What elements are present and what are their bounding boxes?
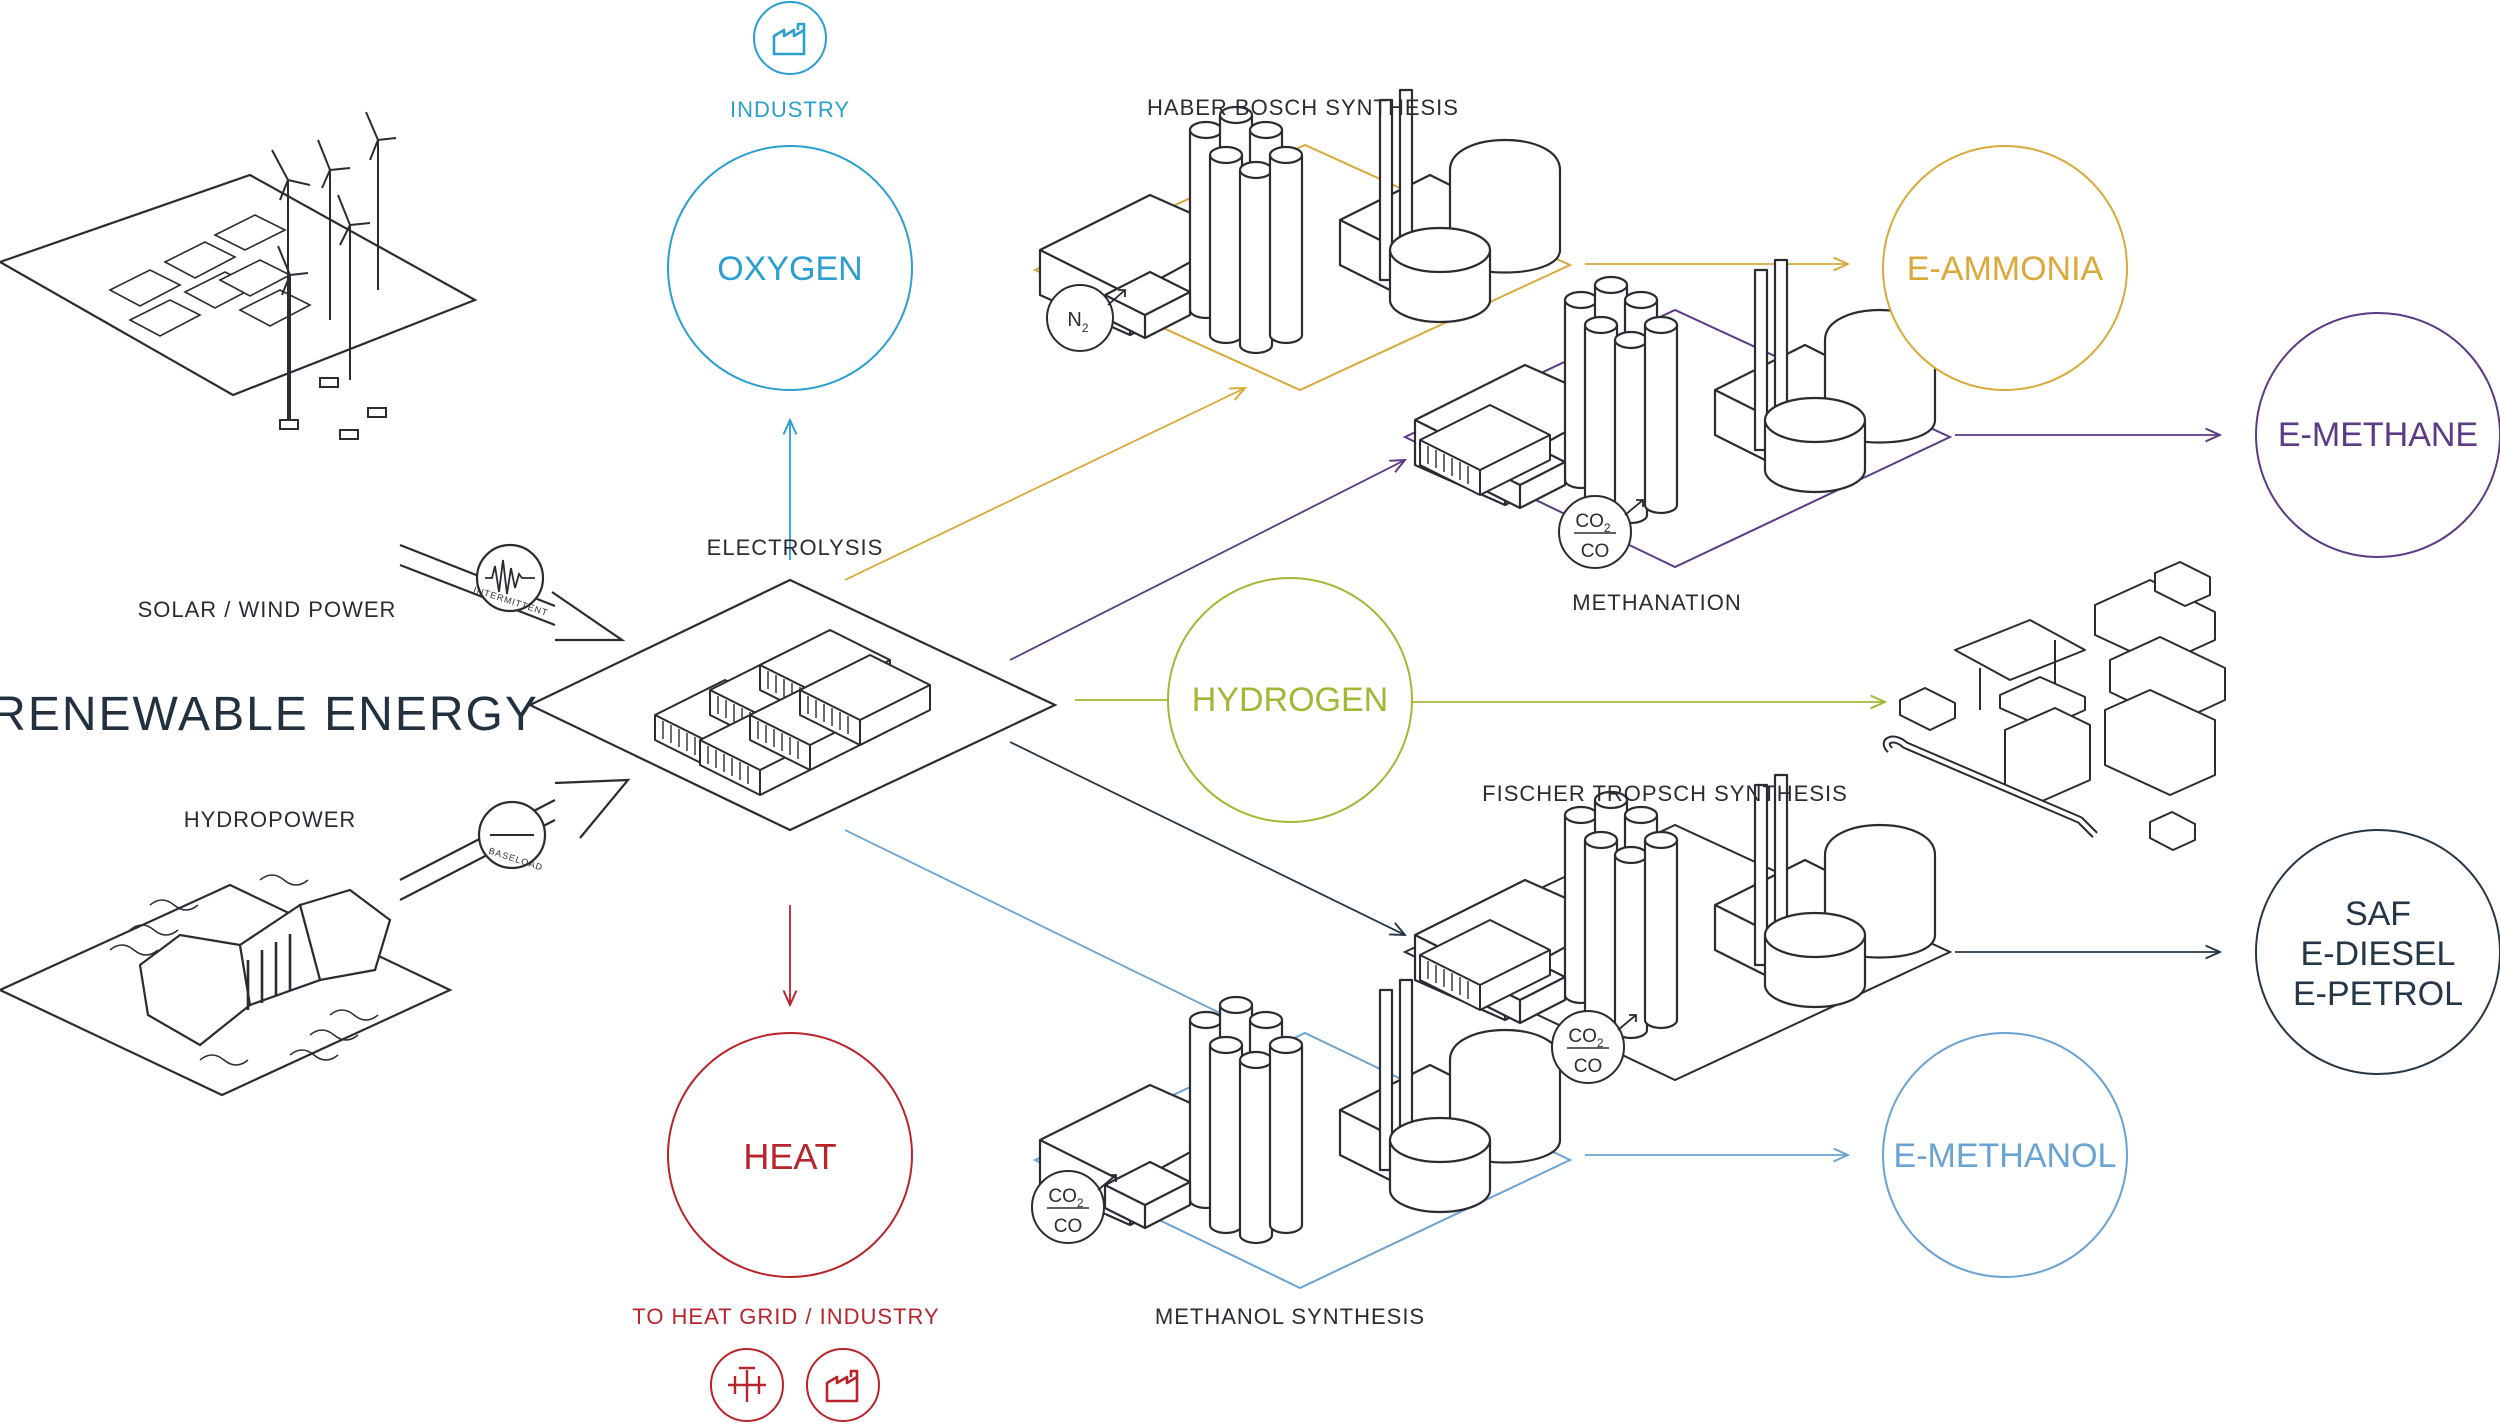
e-ammonia-circle bbox=[1882, 145, 2128, 391]
co2-text: CO bbox=[1048, 1186, 1077, 1207]
oxygen-label: OXYGEN bbox=[717, 250, 862, 288]
svg-text:N2: N2 bbox=[1067, 309, 1088, 335]
methanol-synthesis-plant bbox=[1032, 978, 1573, 1290]
n2-text: N bbox=[1067, 309, 1081, 331]
e-methanol-circle bbox=[1882, 1032, 2128, 1278]
baseload-badge bbox=[477, 800, 547, 870]
e-methane-label: E-METHANE bbox=[2278, 416, 2478, 454]
co-text: CO bbox=[1581, 541, 1610, 562]
co2-input-methanation bbox=[1558, 495, 1644, 569]
co2-text: CO bbox=[1568, 1026, 1597, 1047]
factory-icon bbox=[753, 1, 827, 75]
valve-icon bbox=[710, 1348, 784, 1422]
hydropower-platform bbox=[0, 874, 453, 1097]
hydrogen-circle bbox=[1167, 577, 1413, 823]
co2-text: CO bbox=[1575, 511, 1604, 532]
e-methane-circle bbox=[2255, 312, 2500, 558]
solar-wind-label: SOLAR / WIND POWER bbox=[138, 597, 397, 622]
fuels-circle bbox=[2255, 829, 2500, 1075]
n2-input-badge bbox=[1046, 284, 1126, 352]
oxygen-circle bbox=[667, 145, 913, 391]
intermittent-badge bbox=[475, 543, 545, 613]
e-petrol-label: E-PETROL bbox=[2293, 975, 2463, 1013]
co2-subscript: 2 bbox=[1604, 521, 1611, 535]
svg-text:CO2: CO2 bbox=[1048, 1186, 1084, 1210]
co-text: CO bbox=[1054, 1216, 1083, 1237]
methanation-label: METHANATION bbox=[1572, 590, 1741, 615]
co2-input-fischer bbox=[1551, 1010, 1637, 1084]
heat-grid-label: TO HEAT GRID / INDUSTRY bbox=[632, 1304, 939, 1329]
haber-bosch-plant bbox=[1032, 88, 1573, 392]
saf-label: SAF bbox=[2345, 895, 2411, 933]
connectors bbox=[790, 264, 2220, 1155]
co2-input-methanol bbox=[1031, 1170, 1117, 1244]
n2-subscript: 2 bbox=[1082, 321, 1089, 335]
hydropower-label: HYDROPOWER bbox=[184, 807, 357, 832]
co2-subscript: 2 bbox=[1077, 1196, 1084, 1210]
fischer-tropsch-label: FISCHER TROPSCH SYNTHESIS bbox=[1482, 781, 1848, 806]
electrolysis-label: ELECTROLYSIS bbox=[707, 535, 884, 560]
page-title: RENEWABLE ENERGY bbox=[0, 688, 539, 741]
solar-wind-platform bbox=[0, 111, 478, 440]
e-diesel-label: E-DIESEL bbox=[2301, 935, 2456, 973]
mobility-vehicles bbox=[1882, 561, 2226, 851]
heat-circle bbox=[667, 1032, 913, 1278]
e-ammonia-label: E-AMMONIA bbox=[1907, 250, 2104, 288]
hydrogen-label: HYDROGEN bbox=[1192, 681, 1388, 719]
industry-label: INDUSTRY bbox=[730, 97, 850, 122]
e-methanol-label: E-METHANOL bbox=[1894, 1137, 2117, 1175]
co-text: CO bbox=[1574, 1056, 1603, 1077]
svg-text:CO2: CO2 bbox=[1575, 511, 1611, 535]
electrolysis-platform bbox=[527, 578, 1058, 832]
methanol-synthesis-label: METHANOL SYNTHESIS bbox=[1155, 1304, 1425, 1329]
svg-text:CO2: CO2 bbox=[1568, 1026, 1604, 1050]
heat-label: HEAT bbox=[743, 1136, 836, 1177]
co2-subscript: 2 bbox=[1597, 1036, 1604, 1050]
factory-icon bbox=[806, 1348, 880, 1422]
haber-bosch-label: HABER BOSCH SYNTHESIS bbox=[1147, 95, 1459, 120]
